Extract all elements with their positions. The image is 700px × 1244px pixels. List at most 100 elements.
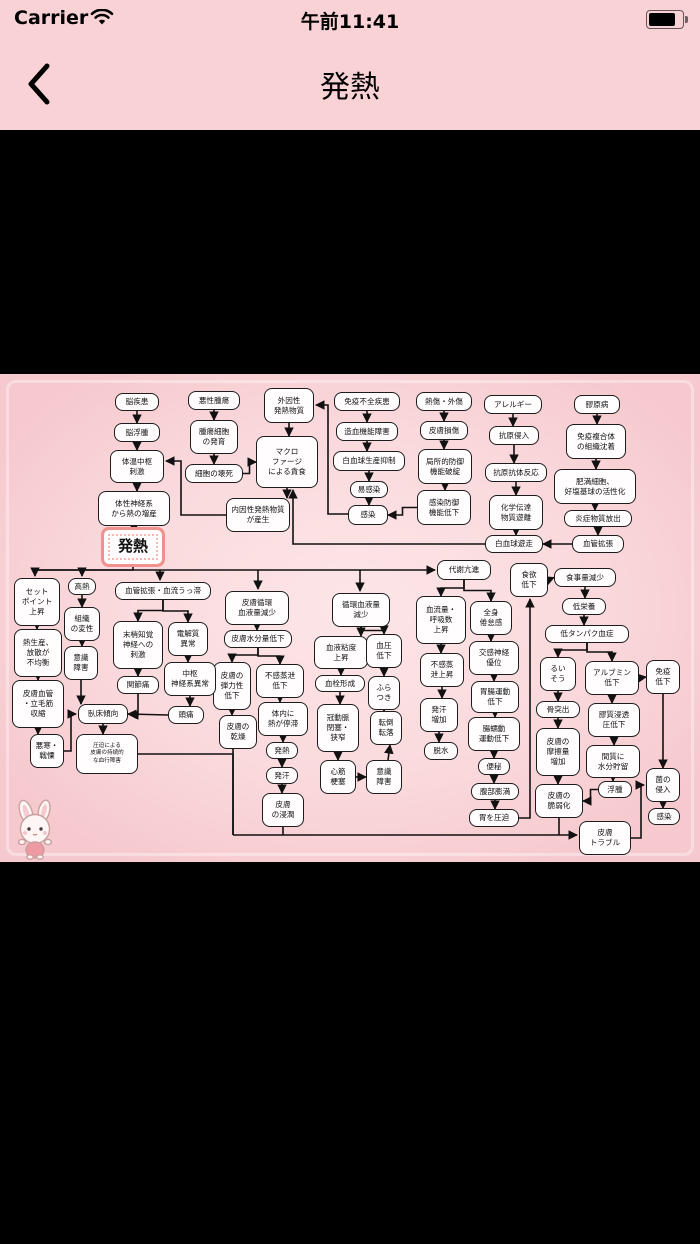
flowchart-node-fukanJouseiUp: 不感蒸 泄上昇 (420, 653, 464, 687)
flowchart-node-chouZendou: 腸蠕動 運動低下 (468, 717, 520, 751)
letterbox-top (0, 130, 700, 374)
flowchart-node-hifuTrouble: 皮膚 トラブル (579, 821, 631, 855)
flowchart-node-hifuSuibun: 皮膚水分量低下 (224, 630, 292, 648)
flowchart-node-menekiFuzen: 免疫不全疾患 (334, 392, 400, 411)
flowchart-node-hakkekkyuSeisan: 白血球生産抑制 (333, 451, 405, 471)
flowchart-node-hatsunetsuSmall: 発熱 (266, 742, 298, 759)
status-bar: Carrier 午前11:41 (0, 0, 700, 40)
flowchart-node-dassui: 脱水 (424, 742, 458, 760)
flowchart-node-gashouKeikou: 臥床傾向 (78, 704, 128, 724)
flowchart-node-hifuSonshou: 皮膚損傷 (420, 421, 468, 440)
flowchart-node-hifuKansou: 皮膚の 乾燥 (219, 715, 257, 749)
flowchart-node-kotsuTosshutsu: 骨突出 (536, 701, 580, 718)
flowchart-node-benpi: 便秘 (478, 758, 510, 775)
flowchart-node-kounetsu: 高熱 (68, 578, 96, 595)
flowchart-node-hifuDanryoku: 皮膚の 弾力性 低下 (213, 662, 251, 710)
flowchart-node-shuyoSaibo: 腫瘍細胞 の発育 (190, 420, 238, 454)
flowchart-node-kansenTop: 感染 (348, 505, 388, 525)
flowchart-node-hifuKekkan: 皮膚血管 ・立毛筋 収縮 (12, 680, 64, 728)
flowchart-node-hakkekkyuYuso: 白血球遊走 (485, 535, 543, 553)
flowchart-node-chusuShinkei: 中枢 神経系異常 (164, 662, 216, 696)
flowchart-node-albumin: アルブミン 低下 (585, 661, 639, 695)
flowchart-node-akusei: 悪性腫瘍 (188, 391, 240, 410)
flowchart-node-nesshou: 熱傷・外傷 (416, 392, 472, 411)
bunny-mascot-illustration (8, 798, 70, 864)
flowchart-node-taisha: 代謝亢進 (437, 560, 491, 580)
flowchart-node-saiboEshi: 細胞の壊死 (185, 464, 243, 483)
flowchart-node-nouShikkan: 脳疾患 (115, 393, 159, 411)
carrier-label: Carrier (14, 7, 89, 29)
flowchart-node-kekkanKakuchouKetsuryu: 血管拡張・血流うっ滞 (115, 582, 211, 600)
flowchart-node-shinkinKousoku: 心筋 梗塞 (320, 760, 356, 794)
flowchart-arrows (30, 400, 668, 840)
flowchart-node-kansenBougyo: 感染防御 機能低下 (417, 490, 471, 525)
flowchart-node-denkaishitsu: 電解質 異常 (168, 622, 208, 656)
flowchart-node-zenshinKentai: 全身 倦怠感 (470, 601, 512, 635)
flowchart-node-kougenbyou: 膠原病 (574, 395, 620, 414)
flowchart-node-shokuyoku: 食欲 低下 (510, 563, 548, 597)
flowchart-node-menekiTeika: 免疫 低下 (646, 660, 680, 694)
flowchart-node-ketsuatsuTeika: 血圧 低下 (366, 634, 402, 668)
flowchart-node-macrophage: マクロ ファージ による貪食 (256, 436, 318, 488)
flowchart-node-kessenKeisei: 血栓形成 (315, 675, 365, 692)
page-title: 発熱 (320, 70, 380, 105)
flowchart-node-hakkan: 発汗 (266, 767, 298, 784)
flowchart-node-iwoAppaku: 胃を圧迫 (469, 809, 519, 827)
flowchart-node-naiinsei: 内因性発熱物質 が産生 (226, 498, 290, 532)
flowchart-node-shokujiryou: 食事量減少 (554, 568, 616, 587)
flowchart-node-ruisou: るい そう (540, 657, 576, 691)
flowchart-node-hatsunetsuMain: 発熱 (106, 532, 160, 562)
flowchart-node-kyokusho: 局所的防御 機能破綻 (418, 449, 472, 484)
flowchart-node-nouFushu: 脳浮腫 (114, 423, 160, 442)
flowchart-node-ketsuekiNendo: 血液粘度 上昇 (314, 636, 368, 669)
flowchart-node-kandoumyaku: 冠動脈 閉塞・ 狭窄 (317, 704, 359, 752)
flowchart-node-koushitsu: 膠質浸透 圧低下 (588, 703, 640, 737)
flowchart-node-tainaiNetsu: 体内に 熱が停滞 (258, 702, 308, 736)
flowchart-node-taionChusu: 体温中枢 刺激 (110, 450, 164, 483)
flowchart-node-soshikiHensei: 組織 の変性 (64, 607, 100, 641)
flowchart-node-tentou: 転倒 転落 (370, 711, 402, 745)
flowchart-node-kougenKoutai: 抗原抗体反応 (485, 463, 547, 482)
flowchart-node-hifuMasatsu: 皮膚の 摩擦量 増加 (536, 728, 580, 776)
flowchart-node-hakkanZouka: 発汗 増加 (420, 698, 458, 732)
flowchart-node-kanshitsu: 間質に 水分貯留 (586, 745, 640, 778)
flowchart-node-teieiyou: 低栄養 (562, 598, 606, 615)
flowchart-node-furatsuki: ふら つき (368, 676, 400, 710)
flowchart-node-setPoint: セット ポイント 上昇 (14, 578, 60, 626)
flowchart-node-koukanShinkei: 交感神経 優位 (469, 641, 519, 675)
flowchart-node-himanSaibo: 肥満細胞、 好塩基球の活性化 (554, 469, 636, 504)
flowchart-node-iKansen: 易感染 (350, 481, 388, 498)
flowchart-node-kagaku: 化学伝達 物質遊離 (489, 495, 543, 530)
flowchart-node-fukubuBouman: 腹部膨満 (471, 783, 519, 800)
flowchart-node-zouketsu: 造血機能障害 (336, 422, 398, 441)
flowchart-node-allergy: アレルギー (484, 395, 542, 414)
flowchart-node-ishikiLeft: 意識 障害 (64, 646, 98, 680)
wifi-icon (90, 8, 114, 31)
nav-bar: 発熱 (0, 40, 700, 130)
flowchart-node-taisei: 体性神経系 から熱の増産 (98, 491, 170, 526)
chevron-left-icon (25, 63, 51, 109)
letterbox-bottom (0, 862, 700, 1244)
flowchart-node-junkanKetsueki: 循環血液量 減少 (332, 593, 390, 627)
flowchart-node-kougenShinnyu: 抗原侵入 (489, 426, 539, 445)
flowchart-node-hifuJunkan: 皮膚循環 血液量減少 (225, 591, 289, 625)
flowchart-node-hifuShinjun: 皮膚 の浸潤 (262, 793, 304, 827)
flowchart-node-kansenBottom: 感染 (648, 808, 680, 825)
flowchart-node-teitanpaku: 低タンパク血症 (545, 625, 629, 643)
flowchart-node-okan: 悪寒・ 戦慄 (30, 734, 64, 768)
back-button[interactable] (16, 60, 60, 110)
flowchart-node-menekiFukugoutai: 免疫複合体 の組織沈着 (566, 424, 626, 459)
status-time: 午前11:41 (300, 11, 400, 33)
flowchart-node-enshou: 炎症物質放出 (564, 510, 632, 527)
flowchart-node-hifuZeijaku: 皮膚の 脆弱化 (535, 784, 583, 818)
flowchart-node-masshou: 末梢知覚 神経への 刺激 (113, 621, 163, 669)
flowchart-node-kinShinnyu: 菌の 侵入 (646, 768, 680, 802)
flowchart-node-ketsuryuryou: 血流量・ 呼吸数 上昇 (416, 596, 466, 644)
battery-icon (646, 10, 688, 29)
flowchart-node-ichou: 胃腸運動 低下 (471, 681, 519, 713)
flowchart-node-kekkanKakuchou: 血管拡張 (572, 535, 624, 553)
fever-concept-map-image[interactable]: 脳疾患脳浮腫体温中枢 刺激体性神経系 から熱の増産発熱 悪性腫瘍腫瘍細胞 の発育細… (0, 374, 700, 862)
flowchart-node-zutsuu: 頭痛 (168, 706, 204, 724)
flowchart-node-gaiinsei: 外因性 発熱物質 (264, 388, 314, 423)
